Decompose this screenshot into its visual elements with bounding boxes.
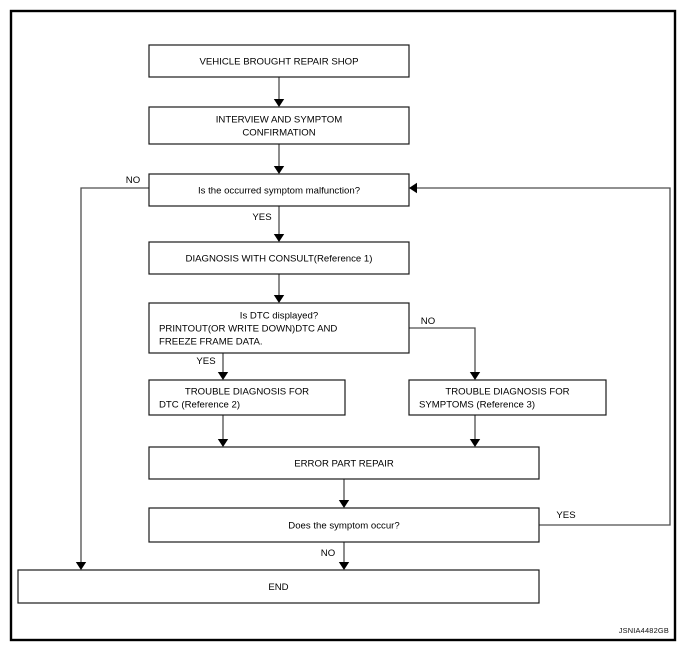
edge-arrowhead: [273, 166, 285, 174]
edge-error-part-repair-to-symptom-occur: [338, 479, 350, 508]
edge-arrowhead: [217, 439, 229, 447]
edge-path: [416, 187, 671, 526]
node-text-line: SYMPTOMS (Reference 3): [419, 400, 535, 411]
node-text-line: TROUBLE DIAGNOSIS FOR: [185, 387, 309, 398]
edge-path: [409, 327, 476, 377]
figure-code-label: JSNIA4482GB: [619, 626, 669, 635]
edge-arrowhead: [273, 99, 285, 107]
edge-label: NO: [321, 548, 335, 559]
edge-arrowhead: [469, 439, 481, 447]
node-vehicle-brought-repair-shop[interactable]: VEHICLE BROUGHT REPAIR SHOP: [148, 44, 410, 78]
node-box[interactable]: [148, 44, 410, 78]
node-diagnosis-with-consult[interactable]: DIAGNOSIS WITH CONSULT(Reference 1): [148, 241, 410, 275]
node-text-line: Does the symptom occur?: [288, 521, 399, 532]
figure-frame: [9, 9, 677, 642]
node-text-line: PRINTOUT(OR WRITE DOWN)DTC AND: [159, 324, 337, 335]
edge-symptom-occur-no-to-end: NO: [321, 542, 350, 570]
node-box[interactable]: [148, 507, 540, 543]
node-does-the-symptom-occur[interactable]: Does the symptom occur?: [148, 507, 540, 543]
edge-arrowhead: [273, 234, 285, 242]
edge-label: NO: [421, 316, 435, 327]
edge-label: YES: [196, 356, 215, 367]
node-text-line: TROUBLE DIAGNOSIS FOR: [445, 387, 569, 398]
node-text-line: Is DTC displayed?: [240, 311, 318, 322]
edge-dtc-no-to-trouble-symptoms: NO: [409, 316, 481, 380]
edge-label: YES: [252, 212, 271, 223]
edges-layer: YES NO YES NO NO YES: [75, 77, 671, 570]
node-box[interactable]: [148, 379, 346, 416]
edge-arrowhead: [338, 562, 350, 570]
edge-interview-to-symptom-malfunction: [273, 144, 285, 174]
node-end[interactable]: END: [17, 569, 540, 604]
node-box[interactable]: [148, 302, 410, 354]
edge-trouble-dtc-to-error-part-repair: [217, 415, 229, 447]
node-text-line: CONFIRMATION: [242, 128, 315, 139]
nodes-layer: VEHICLE BROUGHT REPAIR SHOP INTERVIEW AND…: [17, 44, 607, 604]
edge-diagnosis-to-dtc: [273, 274, 285, 303]
node-text-line: END: [268, 582, 288, 593]
node-error-part-repair[interactable]: ERROR PART REPAIR: [148, 446, 540, 480]
edge-symptom-occur-yes-loopback: YES: [409, 182, 671, 526]
edge-vehicle-to-interview: [273, 77, 285, 107]
edge-arrowhead: [469, 372, 481, 380]
node-text-line: FREEZE FRAME DATA.: [159, 337, 263, 348]
node-trouble-diagnosis-for-symptoms[interactable]: TROUBLE DIAGNOSIS FOR SYMPTOMS (Reference…: [408, 379, 607, 416]
edge-arrowhead: [338, 500, 350, 508]
edge-arrowhead: [217, 372, 229, 380]
edge-trouble-symptoms-to-error-part-repair: [469, 415, 481, 447]
node-text-line: VEHICLE BROUGHT REPAIR SHOP: [199, 57, 358, 68]
node-box[interactable]: [17, 569, 540, 604]
node-is-dtc-displayed[interactable]: Is DTC displayed? PRINTOUT(OR WRITE DOWN)…: [148, 302, 410, 354]
node-box[interactable]: [148, 446, 540, 480]
edge-dtc-yes-to-trouble-dtc: YES: [196, 353, 229, 380]
edge-label: YES: [556, 510, 575, 521]
node-text-line: DIAGNOSIS WITH CONSULT(Reference 1): [186, 254, 373, 265]
edge-symptom-malfunction-yes-to-diagnosis: YES: [252, 206, 285, 242]
edge-path: [80, 187, 149, 567]
node-text-line: Is the occurred symptom malfunction?: [198, 186, 360, 197]
node-box[interactable]: [148, 173, 410, 207]
edge-label: NO: [126, 175, 140, 186]
edge-arrowhead: [75, 562, 87, 570]
node-text-line: INTERVIEW AND SYMPTOM: [216, 115, 343, 126]
edge-symptom-malfunction-no-to-end: NO: [75, 175, 149, 570]
edge-arrowhead: [409, 182, 417, 194]
node-box[interactable]: [408, 379, 607, 416]
node-is-the-occurred-symptom-malfunction[interactable]: Is the occurred symptom malfunction?: [148, 173, 410, 207]
node-box[interactable]: [148, 241, 410, 275]
node-interview-and-symptom-confirmation[interactable]: INTERVIEW AND SYMPTOM CONFIRMATION: [148, 106, 410, 145]
node-box[interactable]: [148, 106, 410, 145]
node-text-line: ERROR PART REPAIR: [294, 459, 394, 470]
node-trouble-diagnosis-for-dtc[interactable]: TROUBLE DIAGNOSIS FOR DTC (Reference 2): [148, 379, 346, 416]
edge-arrowhead: [273, 295, 285, 303]
node-text-line: DTC (Reference 2): [159, 400, 240, 411]
